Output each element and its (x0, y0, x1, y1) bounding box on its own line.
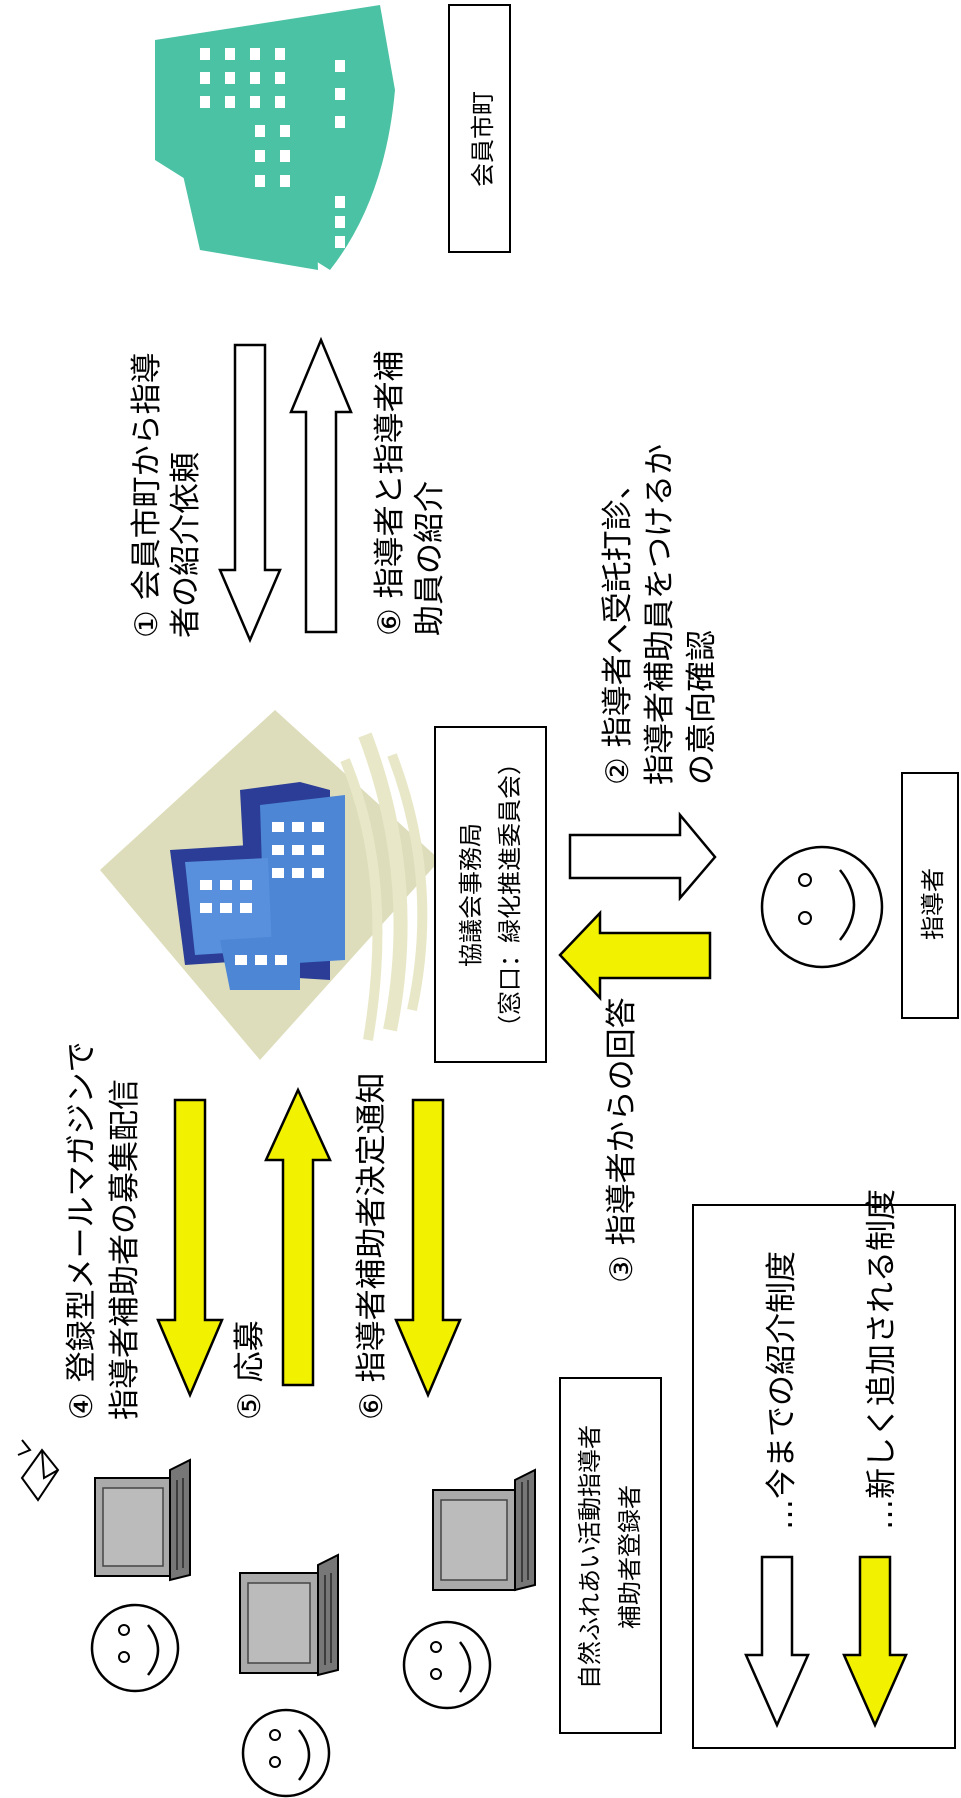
laptop-icon (432, 1468, 536, 1592)
member-city-label: 会員市町 (469, 91, 497, 187)
instructor-box (901, 772, 959, 1019)
secretariat-label-line1: 協議会事務局 (457, 823, 485, 967)
legend-existing-arrow (744, 1555, 810, 1729)
step5-label: ⑤ 応募 (232, 1320, 268, 1420)
secretariat-box (434, 726, 547, 1063)
arrow-consult-right (568, 811, 717, 902)
legend-new-arrow (842, 1555, 908, 1729)
mail-icon (17, 1439, 60, 1502)
registrants-box (559, 1377, 662, 1734)
secretariat-label-line2: （窓口：緑化推進委員会） (496, 751, 524, 1039)
legend-box (692, 1204, 956, 1749)
laptop-icon (94, 1458, 191, 1582)
city-building-icon (155, 5, 395, 270)
member-city-box (448, 4, 511, 253)
step4-label-line2: 指導者補助者の募集配信 (107, 1079, 143, 1420)
arrow-apply-up (264, 1086, 332, 1387)
registrants-label-line1: 自然ふれあい活動指導者 (576, 1425, 604, 1689)
registrant-face-icon (402, 1620, 492, 1710)
registrants-label-line2: 補助者登録者 (616, 1485, 644, 1629)
arrow-request-down (218, 343, 282, 644)
legend-new-label: …新しく追加される制度 (864, 1189, 900, 1530)
step6-decision-label: ⑥ 指導者補助者決定通知 (354, 1072, 390, 1420)
step1-label-line2: 者の紹介依頼 (168, 452, 204, 638)
step6-introduce-label-line2: 助員の紹介 (412, 481, 448, 636)
arrow-mail-delivery-down (156, 1098, 224, 1399)
instructor-label: 指導者 (919, 868, 947, 940)
step2-label-line3: の意向確認 (684, 630, 720, 785)
registrant-face-icon (90, 1603, 180, 1693)
registrant-face-icon (241, 1708, 331, 1798)
step6-introduce-label-line1: ⑥ 指導者と指導者補 (372, 350, 408, 636)
arrow-introduce-up (289, 336, 353, 634)
step1-label-line1: ① 会員市町から指導 (129, 352, 165, 638)
step3-label: ③ 指導者からの回答 (604, 997, 640, 1283)
arrow-answer-left (558, 909, 712, 1002)
legend-existing-label: …今までの紹介制度 (764, 1251, 800, 1530)
arrow-decision-down (394, 1098, 462, 1399)
office-building-icon (100, 710, 440, 1060)
instructor-face-icon (760, 845, 884, 969)
step4-label-line1: ④ 登録型メールマガジンで (64, 1041, 100, 1420)
step2-label-line1: ② 指導者へ受託打診、 (600, 468, 636, 785)
step2-label-line2: 指導者補助員をつけるか (642, 444, 678, 785)
laptop-icon (239, 1553, 339, 1677)
